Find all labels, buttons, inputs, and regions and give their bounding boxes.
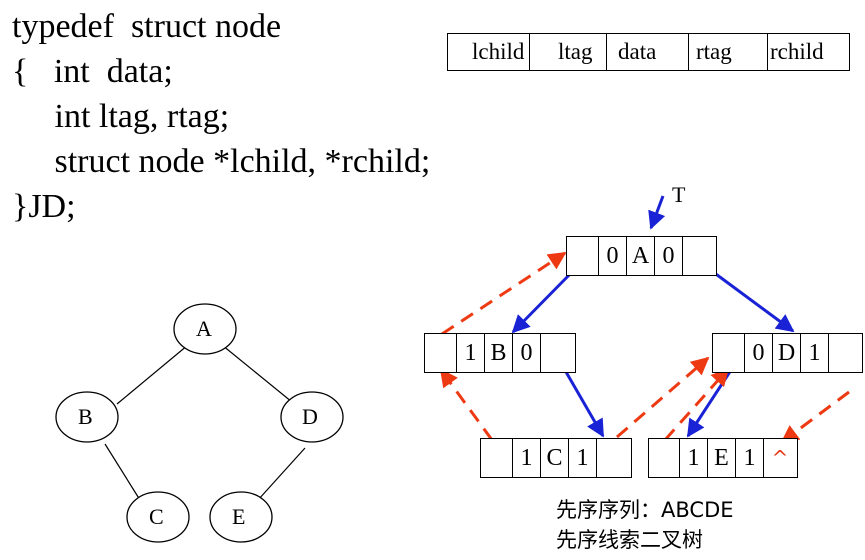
- cell-rtag: 0: [513, 334, 541, 372]
- thread-b-pred-a: [441, 251, 567, 336]
- threaded-node-c: 1 C 1: [480, 438, 632, 478]
- thread-e-pred-d: [663, 367, 730, 441]
- tree-node-b: [55, 391, 119, 443]
- tree-node-e: [209, 491, 273, 543]
- threaded-tree-caption: 先序线索二叉树: [556, 528, 703, 552]
- tree-node-a: [173, 303, 237, 355]
- cell-ltag: 1: [680, 439, 708, 477]
- thread-c-succ-d: [616, 356, 710, 439]
- threaded-node-a: 0 A 0: [566, 236, 717, 276]
- code-line-typedef: typedef struct node: [12, 8, 282, 45]
- threaded-node-b: 1 B 0: [424, 333, 576, 373]
- cell-ltag: 0: [745, 334, 773, 372]
- tree-label-b: B: [78, 404, 93, 429]
- tree-node-c: [126, 491, 190, 543]
- cell-data: D: [773, 334, 801, 372]
- tree-edge-d-e: [257, 447, 306, 501]
- node-structure-diagram: lchild ltag data rtag rchild: [447, 33, 850, 71]
- link-b-rchild: [560, 364, 605, 438]
- cell-lchild: [425, 334, 457, 372]
- field-ltag: ltag: [558, 39, 593, 64]
- code-line-pointers: struct node *lchild, *rchild;: [12, 143, 431, 180]
- link-d-lchild: [686, 363, 737, 438]
- code-line-end: }JD;: [12, 188, 76, 225]
- thread-d-succ-e: [780, 390, 850, 444]
- field-divider: [606, 34, 607, 70]
- tree-label-d: D: [302, 404, 318, 429]
- tree-edge-a-b: [116, 344, 189, 405]
- null-pointer-mark: ^: [771, 446, 789, 470]
- field-rtag: rtag: [696, 39, 732, 64]
- cell-data: B: [485, 334, 513, 372]
- tree-label-e: E: [232, 504, 246, 529]
- thread-links: [439, 251, 850, 444]
- tree-label-c: C: [149, 504, 164, 529]
- preorder-sequence-caption: 先序序列：ABCDE: [556, 498, 734, 522]
- thread-c-pred-b: [439, 368, 494, 441]
- cell-rchild: [541, 334, 574, 372]
- cell-data: C: [541, 439, 569, 477]
- cell-rtag: 0: [655, 237, 683, 275]
- cell-rtag: 1: [569, 439, 597, 477]
- cell-data: A: [627, 237, 655, 275]
- threaded-node-e: 1 E 1 ^: [648, 438, 798, 478]
- link-a-rchild: [704, 264, 795, 333]
- link-a-lchild: [511, 265, 579, 334]
- code-line-tags: int ltag, rtag;: [12, 98, 230, 135]
- field-lchild: lchild: [472, 39, 525, 64]
- cell-lchild: [567, 237, 599, 275]
- cell-lchild: [649, 439, 680, 477]
- cell-lchild: [713, 334, 745, 372]
- field-data: data: [618, 39, 657, 64]
- cell-ltag: 1: [457, 334, 485, 372]
- field-divider: [688, 34, 689, 70]
- cell-rtag: 1: [801, 334, 829, 372]
- cell-rchild: [829, 334, 861, 372]
- field-divider: [767, 34, 768, 70]
- cell-ltag: 0: [599, 237, 627, 275]
- tree-edge-b-c: [104, 443, 141, 501]
- cell-rchild: [683, 237, 715, 275]
- cell-lchild: [481, 439, 513, 477]
- code-line-data: { int data;: [12, 53, 173, 90]
- binary-tree: [55, 303, 344, 543]
- child-links: [511, 195, 795, 438]
- cell-data: E: [708, 439, 736, 477]
- tree-edge-a-d: [221, 344, 293, 403]
- field-divider: [529, 34, 530, 70]
- tree-node-d: [280, 391, 344, 443]
- cell-rchild: [597, 439, 630, 477]
- field-rchild: rchild: [770, 39, 824, 64]
- threaded-node-d: 0 D 1: [712, 333, 863, 373]
- tree-label-a: A: [196, 316, 212, 341]
- root-pointer-label: T: [672, 182, 686, 207]
- cell-ltag: 1: [513, 439, 541, 477]
- cell-rtag: 1: [736, 439, 764, 477]
- root-pointer-arrow: [648, 195, 666, 230]
